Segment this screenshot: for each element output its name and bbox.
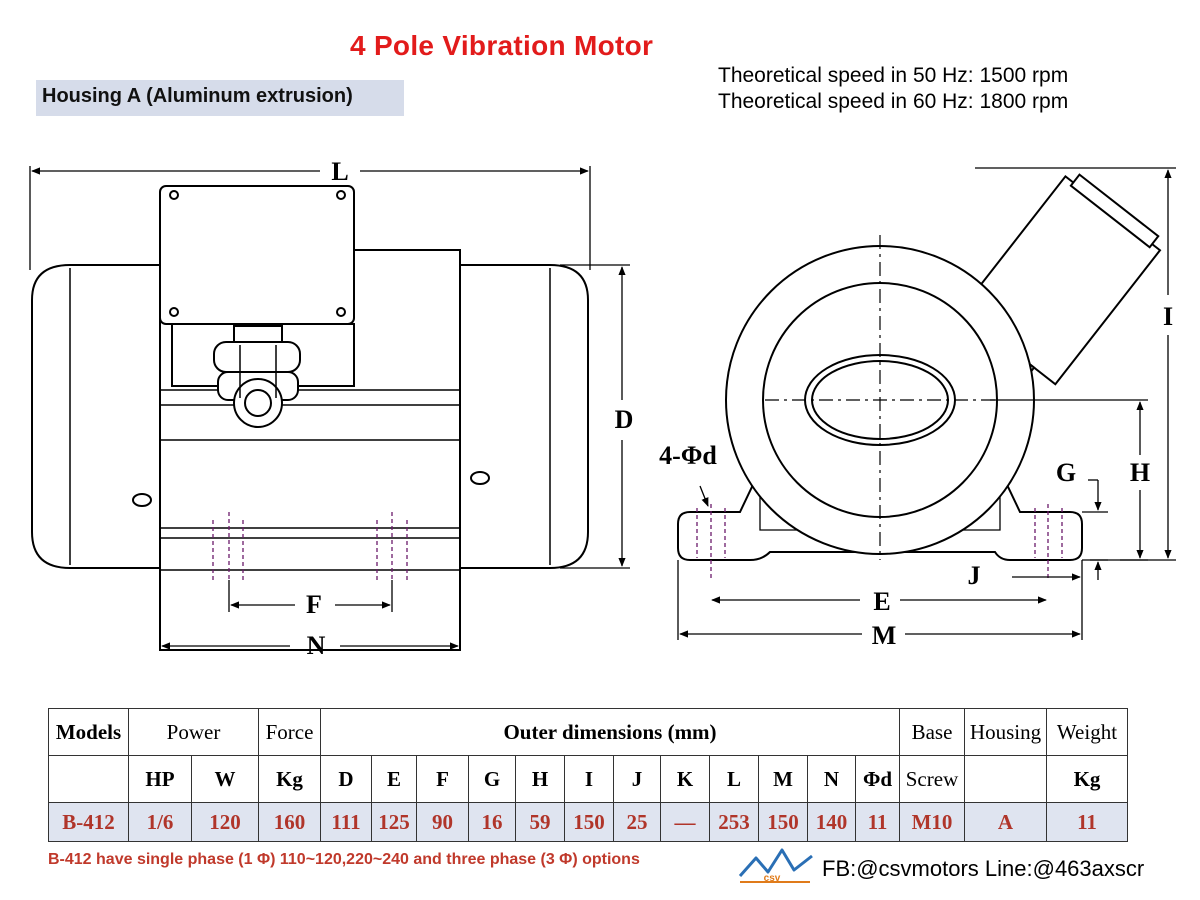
side-view	[29, 166, 630, 651]
technical-drawing: L D F N I H G J E M 4-Φd	[29, 157, 1176, 660]
options-footnote: B-412 have single phase (1 Φ) 110~120,22…	[48, 851, 640, 868]
front-view	[677, 167, 1176, 640]
table-cell: 25	[613, 802, 661, 842]
units-cell: E	[371, 755, 417, 803]
contact-info: FB:@csvmotors Line:@463axscr	[822, 856, 1145, 881]
units-cell: D	[320, 755, 372, 803]
units-cell: J	[613, 755, 661, 803]
table-cell: —	[660, 802, 710, 842]
units-cell: K	[660, 755, 710, 803]
table-row: B-412 1/6 120 160 111 125 90 16 59 150 2…	[48, 802, 1128, 842]
table-cell: 140	[807, 802, 856, 842]
dim-label-F: F	[306, 590, 322, 619]
dim-label-D: D	[615, 405, 634, 434]
table-cell: B-412	[48, 802, 129, 842]
dim-label-I: I	[1163, 302, 1173, 331]
table-cell: 150	[758, 802, 808, 842]
units-cell: Screw	[899, 755, 965, 803]
units-cell: L	[709, 755, 759, 803]
units-cell: I	[564, 755, 614, 803]
table-cell: 59	[515, 802, 565, 842]
table-cell: 150	[564, 802, 614, 842]
spec-table: Models Power Force Outer dimensions (mm)…	[48, 708, 1128, 842]
table-cell: 253	[709, 802, 759, 842]
units-cell: Φd	[855, 755, 900, 803]
header-models: Models	[48, 708, 129, 756]
units-cell: H	[515, 755, 565, 803]
csv-logo: csv	[738, 848, 813, 884]
units-cell-empty	[48, 755, 129, 803]
dim-label-H: H	[1130, 458, 1150, 487]
units-cell: N	[807, 755, 856, 803]
header-outer-dimensions: Outer dimensions (mm)	[320, 708, 900, 756]
table-units-row: HP W Kg D E F G H I J K L M N Φd Screw K…	[48, 755, 1128, 803]
units-cell-empty	[964, 755, 1047, 803]
units-cell: Kg	[258, 755, 321, 803]
logo-text: csv	[764, 873, 781, 884]
units-cell: W	[191, 755, 259, 803]
housing-label: Housing A (Aluminum extrusion)	[36, 80, 404, 116]
table-cell: 160	[258, 802, 321, 842]
dim-label-J: J	[968, 561, 981, 590]
table-cell: 16	[468, 802, 516, 842]
header-power: Power	[128, 708, 259, 756]
units-cell: F	[416, 755, 469, 803]
dim-label-hole: 4-Φd	[659, 441, 717, 470]
dim-label-N: N	[307, 631, 326, 660]
table-cell: 90	[416, 802, 469, 842]
table-cell: 1/6	[128, 802, 192, 842]
header-housing: Housing	[964, 708, 1047, 756]
speed-60hz: Theoretical speed in 60 Hz: 1800 rpm	[718, 90, 1069, 113]
header-base: Base	[899, 708, 965, 756]
dim-label-M: M	[872, 621, 897, 650]
table-cell: 11	[1046, 802, 1128, 842]
table-cell: A	[964, 802, 1047, 842]
speed-50hz: Theoretical speed in 50 Hz: 1500 rpm	[718, 64, 1069, 87]
page-title: 4 Pole Vibration Motor	[350, 30, 654, 61]
table-cell: 120	[191, 802, 259, 842]
table-cell: 11	[855, 802, 900, 842]
units-cell: M	[758, 755, 808, 803]
units-cell: Kg	[1046, 755, 1128, 803]
header-weight: Weight	[1046, 708, 1128, 756]
table-cell: 111	[320, 802, 372, 842]
dim-label-E: E	[873, 587, 890, 616]
dim-label-L: L	[331, 157, 348, 186]
table-cell: 125	[371, 802, 417, 842]
dim-label-G: G	[1056, 458, 1076, 487]
table-header-row: Models Power Force Outer dimensions (mm)…	[48, 708, 1128, 756]
header-force: Force	[258, 708, 321, 756]
table-cell: M10	[899, 802, 965, 842]
units-cell: HP	[128, 755, 192, 803]
units-cell: G	[468, 755, 516, 803]
